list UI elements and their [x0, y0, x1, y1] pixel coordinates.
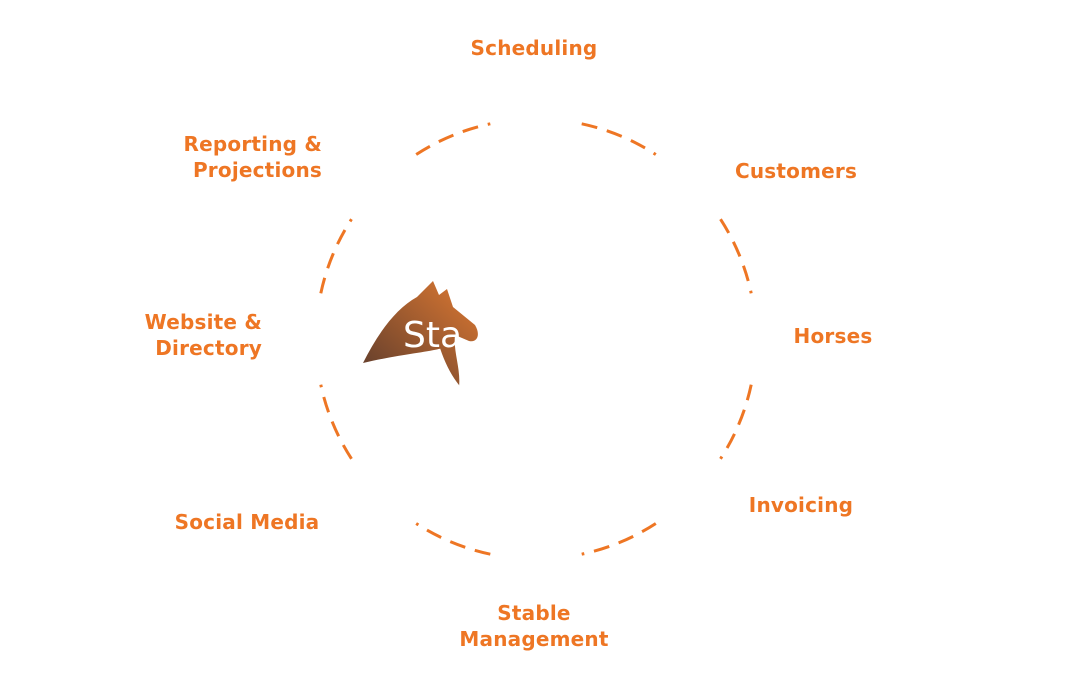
ring-arc [415, 522, 491, 556]
feature-social-media: Social Media [174, 510, 320, 534]
ring-arc [719, 384, 753, 460]
feature-scheduling: Scheduling [470, 36, 598, 60]
feature-website-directory: Website & Directory [144, 310, 262, 360]
ring-arc [319, 218, 353, 294]
feature-horses: Horses [793, 324, 873, 348]
ring-arc [319, 384, 353, 460]
feature-stable-management: Stable Management [459, 601, 609, 651]
ring-arc [719, 218, 753, 294]
feature-customers: Customers [734, 159, 858, 183]
horse-head-icon: Sta [363, 281, 478, 388]
ring-arc [581, 122, 657, 156]
ring-arc [415, 122, 491, 156]
feature-reporting-projections: Reporting & Projections [183, 132, 322, 182]
logo-text: Sta [403, 315, 462, 356]
ring-arc [581, 522, 657, 556]
feature-invoicing: Invoicing [748, 493, 854, 517]
